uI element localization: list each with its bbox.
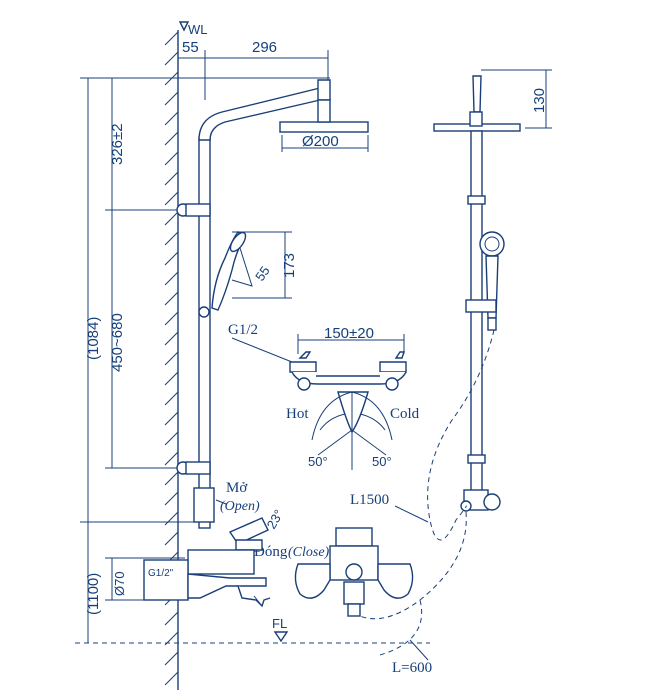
angle-50-left: 50° (308, 454, 328, 469)
dim-200: Ø200 (302, 133, 339, 150)
l600-label: L=600 (392, 660, 432, 676)
l1500-label: L1500 (350, 492, 389, 508)
mo-label: Mở (226, 480, 248, 496)
wall-line-marker: WL (178, 21, 208, 37)
open-label: (Open) (220, 499, 260, 514)
dim-450-680: 450~680 (109, 313, 126, 372)
left-vertical-dimensions: (1084) 326±2 450~680 (1100) Ø70 (80, 77, 330, 643)
dim-1084: (1084) (85, 317, 102, 360)
side-view-riser: Ø200 (176, 79, 369, 529)
wall-line-label: WL (188, 22, 208, 37)
dim-130: 130 (531, 88, 548, 113)
hand-shower-side: 173 55 (211, 230, 298, 311)
dim-55: 55 (182, 39, 199, 56)
top-dimensions: 55 296 (178, 39, 329, 100)
dim-1100: (1100) (85, 573, 102, 615)
floor-line: FL (75, 616, 430, 644)
dim-150: 150±20 (324, 325, 374, 342)
dim-55-angle: 55 (252, 263, 273, 283)
dim-296: 296 (252, 39, 277, 56)
front-view: 130 L1500 L=600 (294, 69, 552, 676)
dim-173: 173 (281, 253, 298, 278)
floor-line-label: FL (272, 616, 287, 631)
dim-70: Ø70 (112, 571, 127, 596)
dim-326: 326±2 (109, 123, 126, 165)
hot-label: Hot (286, 406, 309, 422)
cold-label: Cold (390, 406, 420, 422)
g12-small-label: G1/2" (148, 568, 174, 579)
close-label: (Close) (288, 545, 330, 560)
g12-label: G1/2 (228, 322, 258, 338)
side-view-mixer: Mở (Open) 23° Đóng (Close) G1/2" (143, 480, 330, 608)
angle-50-right: 50° (372, 454, 392, 469)
mixer-detail: G1/2 150±20 Hot Cold 50° 50° (228, 322, 420, 470)
